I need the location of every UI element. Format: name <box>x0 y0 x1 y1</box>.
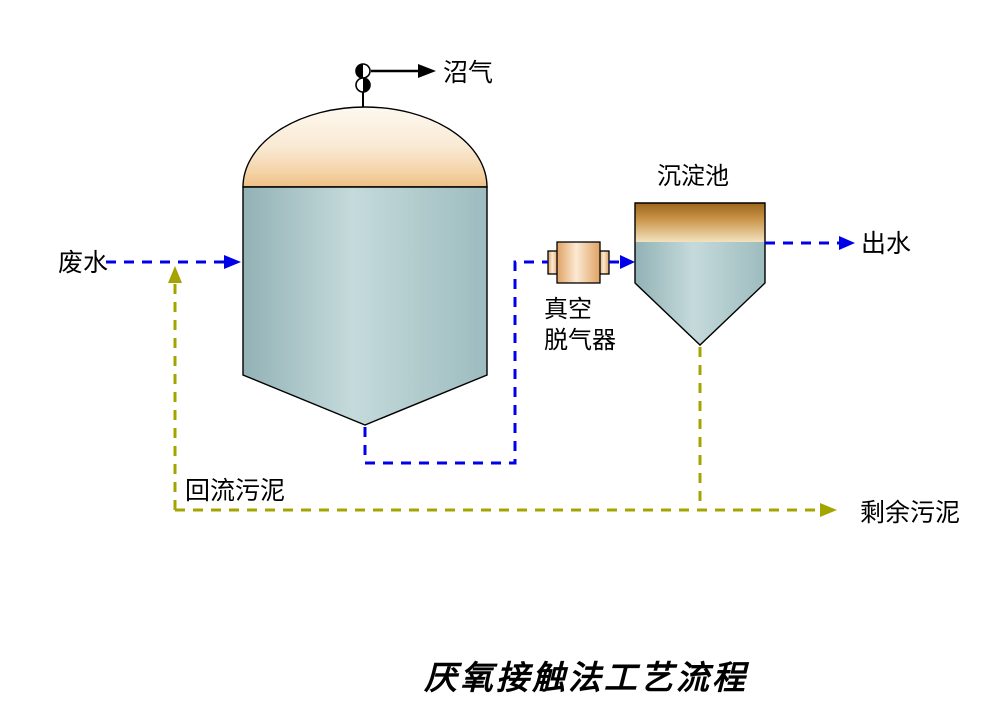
return-sludge-label: 回流污泥 <box>185 476 285 505</box>
degasser-label-line1: 真空 <box>544 295 592 323</box>
effluent-arrowhead-icon <box>839 236 855 250</box>
digester-dome <box>242 106 488 188</box>
degasser-label-line2: 脱气器 <box>544 326 616 354</box>
settler-label: 沉淀池 <box>657 162 729 190</box>
biogas-valve-icon <box>355 63 371 93</box>
settler-inlet-arrowhead-icon <box>620 255 635 269</box>
settler-scum-band <box>635 203 765 242</box>
excess-sludge-arrowhead-icon <box>820 503 837 517</box>
biogas-arrowhead-icon <box>418 64 436 78</box>
digester-body <box>242 186 488 426</box>
biogas-label: 沼气 <box>443 58 493 87</box>
valve-bottom-fill <box>363 78 370 92</box>
sedimentation-tank <box>634 202 766 346</box>
digester-to-degasser-flow-line <box>363 260 548 465</box>
degasser-body <box>556 241 601 284</box>
vacuum-degasser <box>547 241 610 284</box>
effluent-label: 出水 <box>861 229 911 258</box>
diagram-title: 厌氧接触法工艺流程 <box>423 658 750 697</box>
excess-sludge-label: 剩余污泥 <box>860 498 960 527</box>
wastewater-label: 废水 <box>58 248 108 277</box>
influent-arrowhead-icon <box>224 255 241 269</box>
settler-outline <box>634 202 766 346</box>
return-sludge-arrowhead-icon <box>168 266 182 283</box>
valve-top-fill <box>356 64 363 78</box>
settler-liquid <box>635 242 765 345</box>
